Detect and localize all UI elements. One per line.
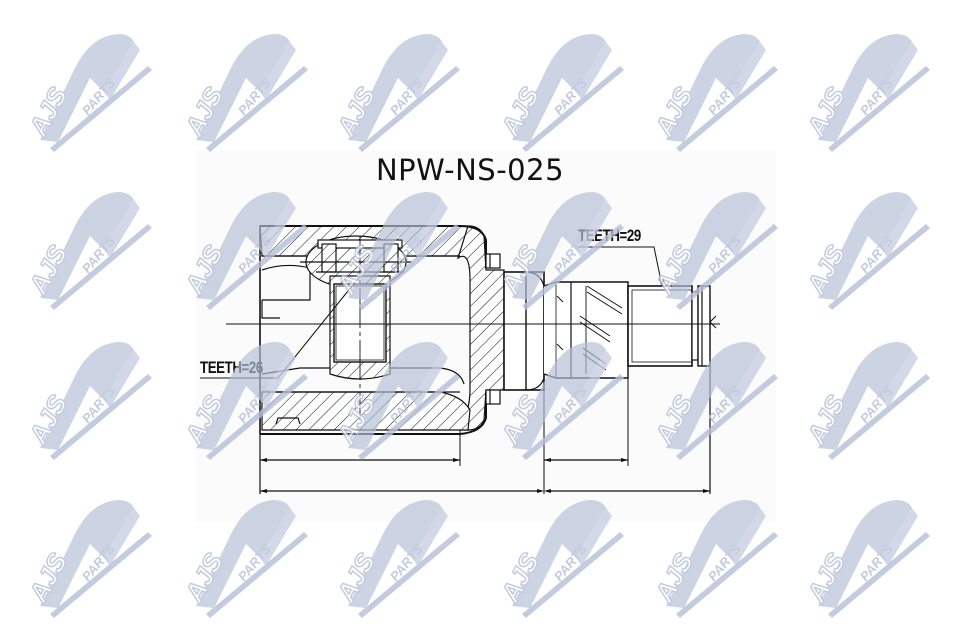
part-number-title: NPW-NS-025 [375,153,565,187]
outer-teeth-label: TEETH=29 [578,226,641,245]
inner-teeth-label: TEETH=26 [200,358,263,377]
